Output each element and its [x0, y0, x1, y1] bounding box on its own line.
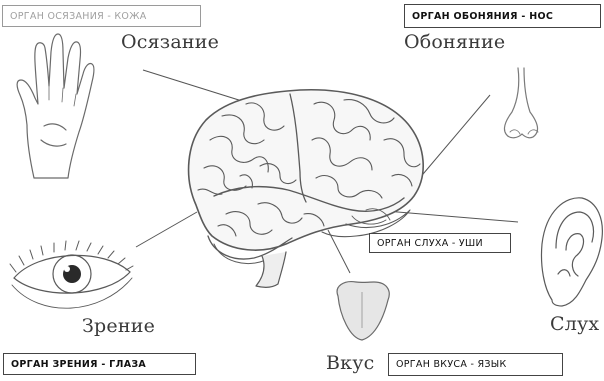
touch-organ-box: ОРГАН ОСЯЗАНИЯ - КОЖА: [2, 5, 201, 27]
sight-label: Зрение: [82, 315, 155, 337]
smell-label: Обоняние: [404, 31, 505, 53]
hearing-label: Слух: [550, 313, 599, 335]
connector-smell: [418, 95, 490, 180]
smell-organ-box: ОРГАН ОБОНЯНИЯ - НОС: [404, 4, 601, 28]
nose-icon: [504, 68, 538, 138]
sight-organ-box: ОРГАН ЗРЕНИЯ - ГЛАЗА: [3, 353, 196, 375]
hearing-organ-box: ОРГАН СЛУХА - УШИ: [369, 233, 511, 253]
brain-illustration: [189, 90, 424, 288]
ear-icon: [541, 198, 602, 306]
tongue-icon: [337, 282, 389, 340]
touch-label: Осязание: [121, 31, 219, 53]
taste-label: Вкус: [326, 352, 374, 374]
eye-icon: [10, 241, 133, 308]
connector-sight: [136, 212, 197, 247]
taste-organ-box: ОРГАН ВКУСА - ЯЗЫК: [388, 353, 563, 376]
hand-icon: [17, 34, 94, 178]
